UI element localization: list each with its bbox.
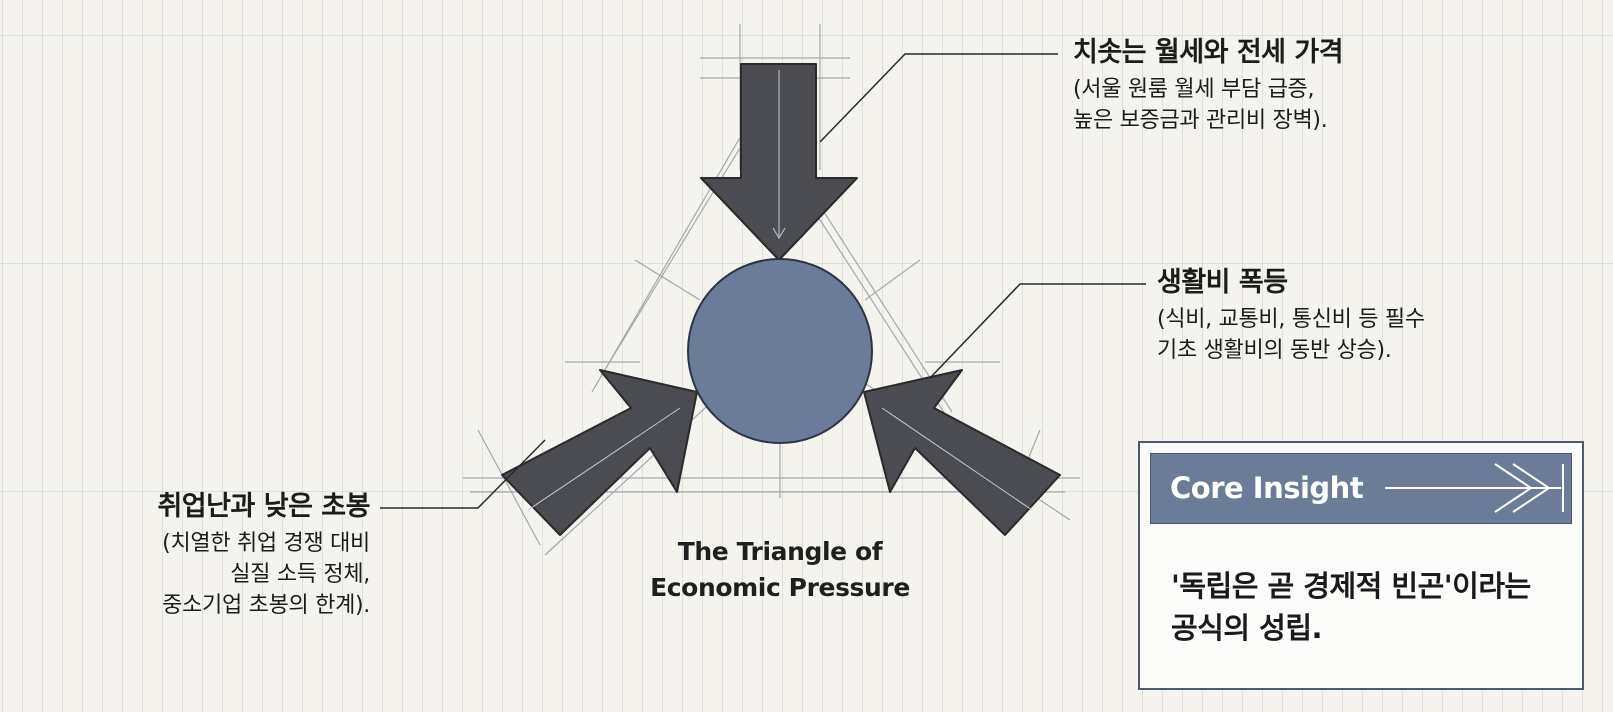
- core-insight-header: Core Insight: [1150, 453, 1572, 524]
- arrow-right-icon: [1385, 463, 1564, 513]
- pressure-desc-employment: (치열한 취업 경쟁 대비 실질 소득 정체, 중소기업 초봉의 한계).: [60, 528, 370, 621]
- pressure-desc-rent: (서울 원룸 월세 부담 급증, 높은 보증금과 관리비 장벽).: [1073, 74, 1343, 136]
- core-insight-line: '독립은 곧 경제적 빈곤'이라는: [1171, 569, 1531, 603]
- leader-line-employment: [380, 439, 546, 509]
- pressure-desc-line: 중소기업 초봉의 한계).: [162, 593, 370, 618]
- pressure-label-employment: 취업난과 낮은 초봉 (치열한 취업 경쟁 대비 실질 소득 정체, 중소기업 …: [60, 490, 370, 621]
- core-insight-body: '독립은 곧 경제적 빈곤'이라는 공식의 성립.: [1171, 565, 1571, 649]
- arrow-right-guide: [881, 407, 1033, 511]
- pressure-title-living-cost: 생활비 폭등: [1157, 267, 1288, 298]
- leader-line-living-cost: [929, 283, 1146, 379]
- pressure-desc-line: 기초 생활비의 동반 상승).: [1157, 338, 1392, 363]
- core-insight-title: Core Insight: [1170, 471, 1364, 505]
- core-insight-line: 공식의 성립.: [1171, 611, 1323, 645]
- arrow-left-employment: [501, 369, 698, 536]
- diagram-caption: The Triangle of Economic Pressure: [605, 534, 955, 606]
- pressure-desc-line: 높은 보증금과 관리비 장벽).: [1073, 108, 1328, 133]
- center-circle: [687, 258, 873, 444]
- arrow-left-guide: [527, 407, 681, 511]
- pressure-desc-line: 실질 소득 정체,: [230, 562, 370, 587]
- pressure-title-employment: 취업난과 낮은 초봉: [157, 491, 370, 522]
- diagram-caption-line: Economic Pressure: [650, 573, 910, 602]
- diagram-caption-line: The Triangle of: [677, 537, 883, 566]
- pressure-label-rent: 치솟는 월세와 전세 가격 (서울 원룸 월세 부담 급증, 높은 보증금과 관…: [1073, 36, 1344, 136]
- pressure-label-living-cost: 생활비 폭등 (식비, 교통비, 통신비 등 필수 기초 생활비의 동반 상승)…: [1157, 266, 1425, 366]
- arrow-right-living-cost: [863, 369, 1061, 536]
- pressure-desc-living-cost: (식비, 교통비, 통신비 등 필수 기초 생활비의 동반 상승).: [1157, 304, 1425, 366]
- pressure-title-rent: 치솟는 월세와 전세 가격: [1073, 37, 1344, 68]
- pressure-desc-line: (서울 원룸 월세 부담 급증,: [1073, 77, 1315, 102]
- pressure-desc-line: (치열한 취업 경쟁 대비: [162, 531, 370, 556]
- core-insight-box: Core Insight '독립은 곧 경제적 빈곤'이라는 공식의 성립.: [1138, 441, 1584, 690]
- pressure-desc-line: (식비, 교통비, 통신비 등 필수: [1157, 307, 1425, 332]
- leader-line-rent: [819, 53, 1058, 143]
